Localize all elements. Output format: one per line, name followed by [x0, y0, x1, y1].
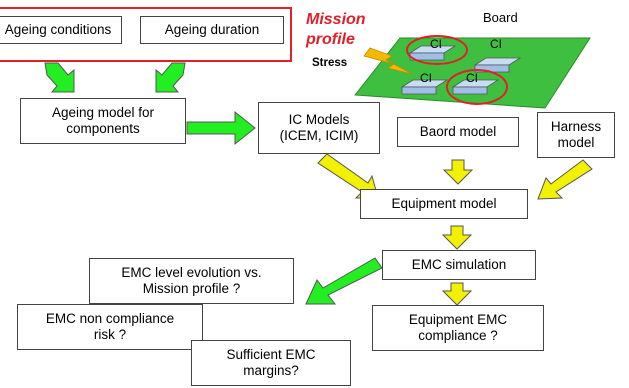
- ic-models-box: IC Models (ICEM, ICIM): [258, 102, 380, 154]
- emc-simulation-label: EMC simulation: [411, 257, 507, 272]
- mission-profile-label: Mission profile: [306, 11, 366, 48]
- board-model-label: Baord model: [419, 124, 497, 139]
- green-arrow: [186, 110, 256, 146]
- emc-simulation-box: EMC simulation: [382, 250, 536, 280]
- emc-non-compliance-box: EMC non compliance risk ?: [17, 304, 203, 350]
- emc-level-evolution-label: EMC level evolution vs.: [121, 265, 262, 280]
- lightning-icon: [363, 47, 413, 75]
- equipment-compliance-box: Equipment EMC compliance ?: [372, 305, 544, 351]
- harness-model-label: Harness: [550, 119, 602, 134]
- chip-4: [451, 79, 500, 95]
- green-arrow: [44, 62, 75, 93]
- yellow-arrow: [442, 159, 474, 185]
- ageing-conditions-label: Ageing conditions: [4, 22, 112, 37]
- sufficient-margins-box: Sufficient EMC margins?: [191, 340, 351, 386]
- chip-2: [473, 57, 522, 73]
- yellow-arrow: [537, 159, 593, 200]
- ageing-duration-box: Ageing duration: [140, 16, 284, 44]
- equipment-compliance-label: Equipment EMC: [408, 312, 508, 327]
- equipment-model-label: Equipment model: [391, 196, 497, 211]
- yellow-arrow: [441, 225, 473, 250]
- stress-highlight-ellipse: [406, 35, 468, 65]
- ageing-model-label: Ageing model for: [51, 105, 155, 120]
- ic-label: CI: [430, 37, 442, 51]
- emc-level-evolution-box: EMC level evolution vs. Mission profile …: [89, 258, 294, 304]
- green-arrow: [305, 257, 383, 305]
- chip-1: [408, 45, 457, 61]
- sufficient-margins-label: Sufficient EMC: [226, 347, 316, 362]
- ageing-model-box: Ageing model for components: [20, 98, 186, 144]
- stress-highlight-ellipse: [446, 69, 508, 105]
- ic-label: CI: [490, 37, 502, 51]
- equipment-model-box: Equipment model: [360, 189, 528, 219]
- emc-non-compliance-label: EMC non compliance: [45, 311, 175, 326]
- board-title: Board: [483, 10, 518, 25]
- yellow-arrow: [441, 282, 473, 306]
- stress-label: Stress: [312, 57, 348, 69]
- ageing-conditions-box: Ageing conditions: [0, 16, 122, 44]
- mission-profile-frame: [0, 7, 292, 62]
- board-model-box: Baord model: [397, 117, 519, 147]
- ic-models-label: IC Models: [288, 112, 350, 127]
- ageing-duration-label: Ageing duration: [164, 22, 260, 37]
- ic-label: CI: [420, 71, 432, 85]
- harness-model-box: Harness model: [537, 112, 615, 158]
- chip-3: [400, 79, 449, 95]
- green-arrow: [155, 62, 186, 93]
- ic-label: CI: [466, 71, 478, 85]
